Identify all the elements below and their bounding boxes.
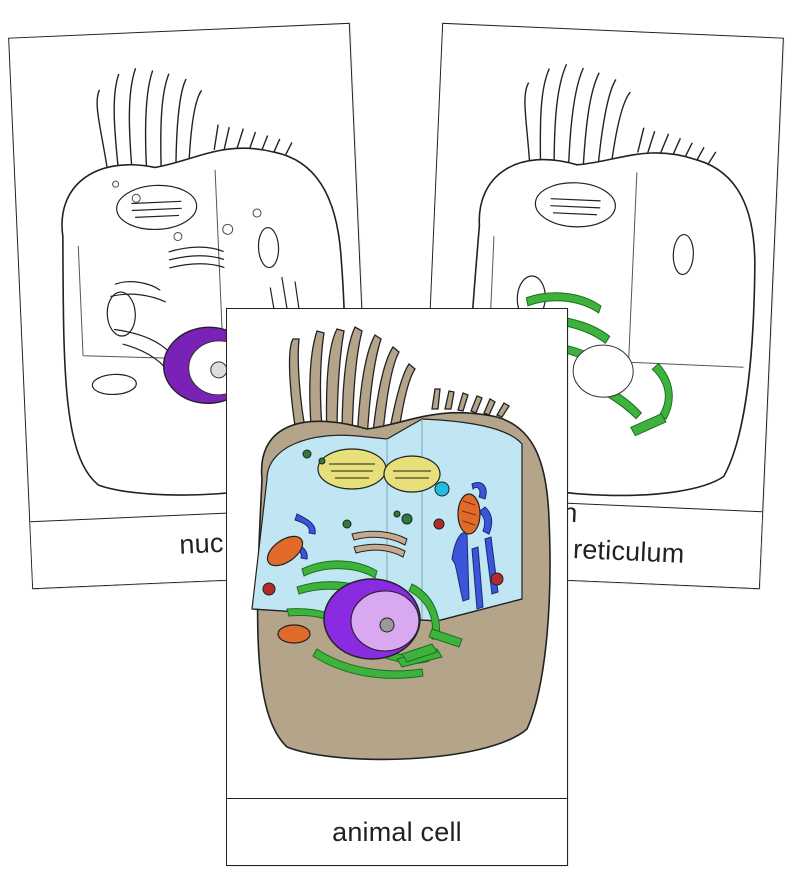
nucleolus <box>379 617 395 633</box>
rough-er <box>286 560 463 679</box>
microvilli <box>288 326 510 446</box>
card-label: animal cell <box>332 816 462 847</box>
animal-cell-illustration <box>251 326 551 761</box>
card-label: nuc <box>178 527 225 560</box>
microvilli <box>96 67 293 195</box>
golgi-apparatus <box>286 482 499 610</box>
label-band: animal cell <box>227 798 567 865</box>
front-card-animal-cell: animal cell <box>226 308 568 866</box>
mitochondrion <box>457 493 481 535</box>
